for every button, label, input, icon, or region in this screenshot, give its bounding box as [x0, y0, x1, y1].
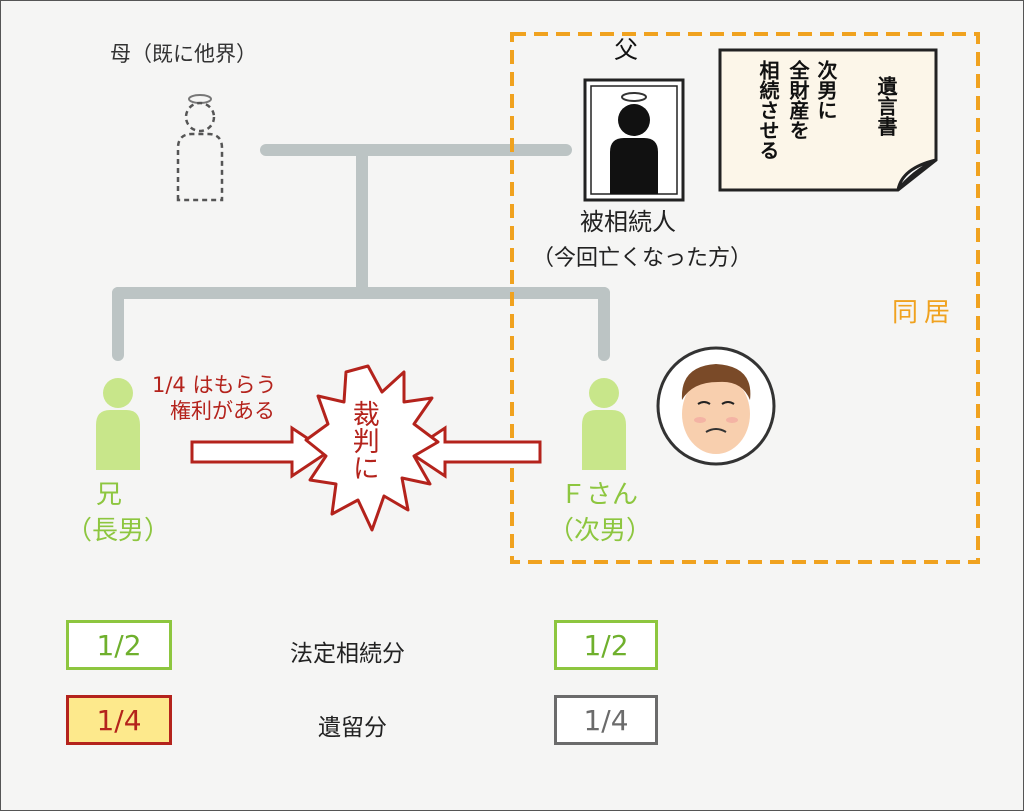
- court-label: 裁判に: [347, 400, 379, 481]
- younger-son-role: （次男）: [548, 516, 653, 546]
- claim-arrows: [190, 425, 542, 479]
- elder-son-figure-icon: [96, 378, 140, 470]
- mother-figure-icon: [176, 94, 224, 202]
- worried-face-icon: [656, 346, 776, 466]
- elder-reserved-share: 1/4: [66, 695, 172, 745]
- will-document-icon: [718, 48, 938, 192]
- elder-son-name: 兄: [96, 480, 123, 510]
- elder-legal-share: 1/2: [66, 620, 172, 670]
- younger-son-figure-icon: [582, 378, 626, 470]
- deceased-note: （今回亡くなった方）: [532, 246, 753, 271]
- younger-legal-share: 1/2: [554, 620, 658, 670]
- reserved-share-label: 遺留分: [318, 715, 387, 741]
- father-portrait-icon: [583, 78, 685, 202]
- deceased-label: 被相続人: [580, 208, 676, 236]
- younger-reserved-share: 1/4: [554, 695, 658, 745]
- will-line-2: 全財産を: [786, 60, 810, 140]
- elder-arrow-icon: [190, 425, 331, 479]
- family-tree-lines: [112, 144, 610, 361]
- elder-son-role: （長男）: [66, 516, 171, 546]
- cohabitation-boundary: [510, 32, 980, 564]
- claim-line-1: 1/4 はもらう: [152, 373, 277, 397]
- younger-son-name: Ｆさん: [560, 480, 639, 510]
- father-label: 父: [614, 36, 638, 64]
- will-title: 遺言書: [874, 76, 898, 136]
- will-line-1: 次男に: [814, 60, 838, 120]
- claim-text: 1/4 はもらう 権利がある: [152, 372, 276, 425]
- cohabitation-label: 同居: [892, 298, 957, 328]
- legal-share-label: 法定相続分: [290, 641, 405, 667]
- court-burst-icon: [304, 364, 440, 532]
- will-line-3: 相続させる: [756, 60, 780, 160]
- mother-label: 母（既に他界）: [110, 42, 257, 66]
- younger-arrow-icon: [406, 425, 542, 479]
- claim-line-2: 権利がある: [170, 399, 275, 424]
